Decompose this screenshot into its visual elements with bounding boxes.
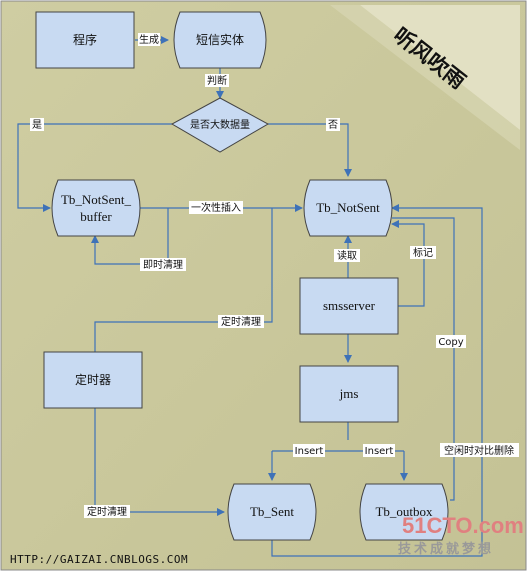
footer-url: HTTP://GAIZAI.CNBLOGS.COM — [10, 553, 188, 566]
label-insert-right: Insert — [365, 446, 394, 457]
label-no: 否 — [328, 119, 338, 131]
node-outbox-label: Tb_outbox — [375, 504, 433, 519]
edge-no — [268, 123, 352, 177]
node-program: 程序 — [35, 11, 135, 69]
node-decision-label: 是否大数据量 — [190, 118, 250, 131]
edge-mark — [391, 220, 425, 307]
edge-copy — [392, 217, 455, 501]
label-copy: Copy — [438, 337, 463, 348]
node-decision: 是否大数据量 — [170, 97, 270, 153]
node-notsent-buffer: Tb_NotSent_ buffer — [51, 179, 141, 237]
label-instant-clean: 即时清理 — [143, 258, 183, 271]
node-outbox: Tb_outbox — [359, 483, 449, 541]
label-read: 读取 — [337, 249, 357, 262]
label-bulk-insert: 一次性插入 — [191, 201, 241, 214]
node-smsserver-label: smsserver — [323, 298, 376, 313]
watermark-logo: 51CTO.com — [402, 513, 524, 538]
label-insert-left: Insert — [295, 446, 324, 457]
label-judge: 判断 — [207, 74, 227, 87]
label-timed-clean-bottom: 定时清理 — [87, 505, 127, 518]
node-timer: 定时器 — [43, 351, 143, 409]
node-timer-label: 定时器 — [75, 372, 111, 387]
node-notsent-label: Tb_NotSent — [316, 200, 380, 215]
node-sms-entity-label: 短信实体 — [196, 32, 244, 47]
node-program-label: 程序 — [73, 32, 97, 47]
label-timed-clean-top: 定时清理 — [221, 315, 261, 328]
edge-labels: 生成 判断 是 否 一次性插入 即时清理 定时清理 定时清理 读取 标记 Cop… — [30, 33, 519, 518]
node-jms: jms — [299, 365, 399, 423]
watermark: 51CTO.com 技术成就梦想 — [398, 513, 524, 557]
node-jms-label: jms — [339, 386, 359, 401]
watermark-tagline: 技术成就梦想 — [398, 541, 494, 557]
edge-timed-clean-top — [94, 208, 273, 352]
node-notsent-buffer-line1: Tb_NotSent_ — [61, 192, 132, 207]
node-sent: Tb_Sent — [227, 483, 317, 541]
edge-idle-delete — [271, 204, 483, 557]
edge-yes — [17, 123, 172, 212]
node-notsent: Tb_NotSent — [303, 179, 393, 237]
edge-instant-clean — [91, 208, 169, 265]
node-sent-label: Tb_Sent — [250, 504, 294, 519]
label-yes: 是 — [32, 119, 42, 131]
node-smsserver: smsserver — [299, 277, 399, 335]
node-sms-entity: 短信实体 — [173, 11, 267, 69]
node-notsent-buffer-line2: buffer — [80, 209, 112, 224]
label-mark: 标记 — [413, 247, 433, 259]
label-generate: 生成 — [139, 33, 159, 46]
label-idle-delete: 空闲时对比删除 — [444, 444, 514, 457]
